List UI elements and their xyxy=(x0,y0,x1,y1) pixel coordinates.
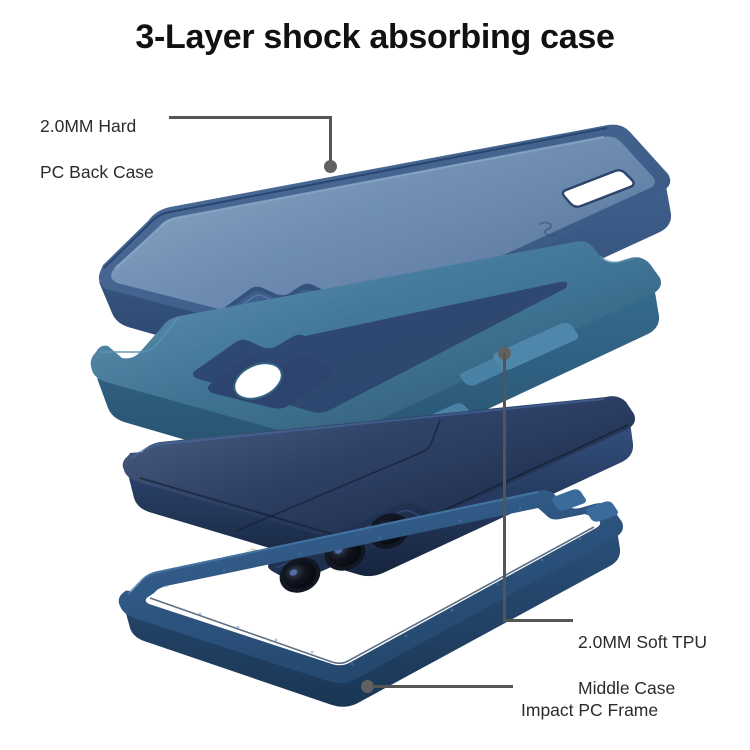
callout-soft-tpu-middle-case-line2: Middle Case xyxy=(578,678,676,699)
callout-impact-pc-frame-line1: Impact PC Frame xyxy=(521,700,659,721)
frame-button-tabs xyxy=(552,489,618,522)
leader-line-impact-pc-frame xyxy=(372,685,513,688)
leader-line-back-case-horizontal xyxy=(169,116,332,119)
callout-hard-pc-back-case-line1: 2.0MM Hard xyxy=(40,116,137,137)
leader-line-back-case-vertical xyxy=(329,116,332,166)
leader-line-soft-tpu-horizontal xyxy=(503,619,573,622)
phone-device xyxy=(122,396,635,593)
leader-line-soft-tpu-vertical xyxy=(503,353,506,622)
back-case-port-slot xyxy=(561,169,635,208)
page-title: 3-Layer shock absorbing case xyxy=(135,18,615,56)
back-case-embossed-logo-icon xyxy=(539,221,557,237)
leader-marker-impact-pc-frame xyxy=(361,680,374,693)
impact-pc-frame-layer xyxy=(118,489,624,707)
callout-impact-pc-frame: Impact PC Frame xyxy=(521,676,658,745)
callout-soft-tpu-middle-case: 2.0MM Soft TPU Middle Case xyxy=(578,608,707,723)
soft-tpu-middle-case-layer xyxy=(90,241,661,481)
callout-hard-pc-back-case-line2: PC Back Case xyxy=(40,162,154,183)
tpu-camera-hole xyxy=(208,355,334,409)
leader-marker-back-case xyxy=(324,160,337,173)
callout-hard-pc-back-case: 2.0MM Hard PC Back Case xyxy=(40,92,154,207)
callout-soft-tpu-middle-case-line1: 2.0MM Soft TPU xyxy=(578,632,708,653)
